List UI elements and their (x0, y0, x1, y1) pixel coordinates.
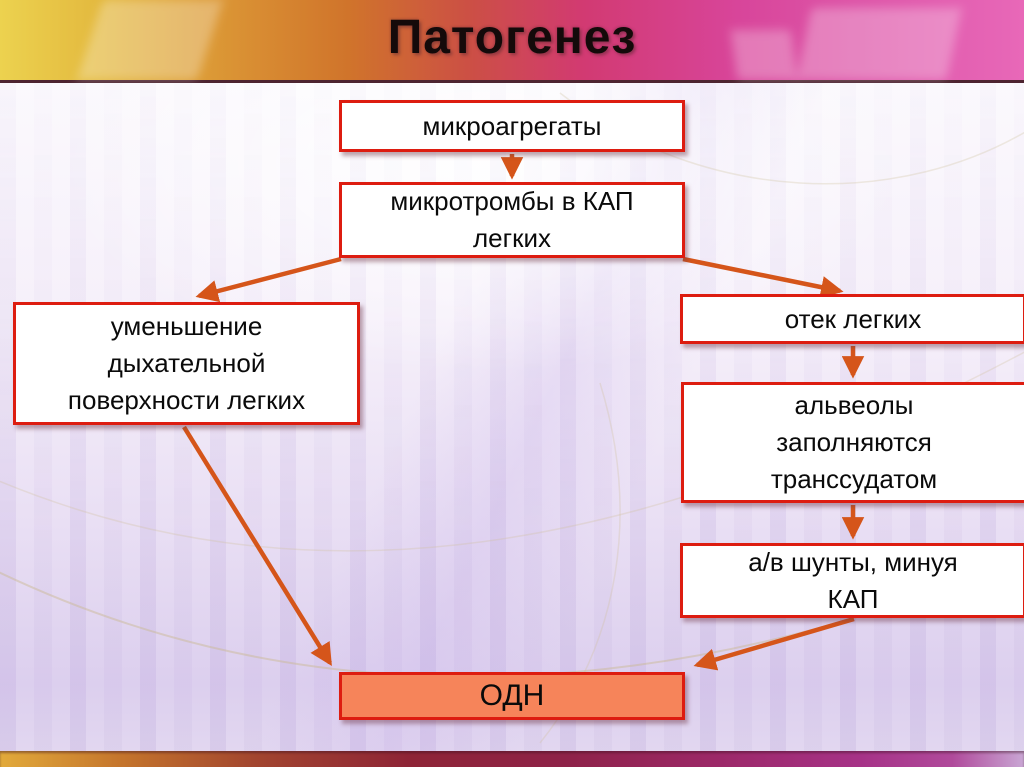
node-alveoli-transudate: альвеолы заполняются транссудатом (681, 382, 1024, 503)
node-pulmonary-edema: отек легких (680, 294, 1024, 344)
node-av-shunts: а/в шунты, минуя КАП (680, 543, 1024, 618)
diagram-area: микроагрегаты микротромбы в КАП легких у… (0, 83, 1024, 751)
title-bar: Патогенез (0, 0, 1024, 83)
slide-title: Патогенез (387, 10, 637, 64)
node-reduced-surface: уменьшение дыхательной поверхности легки… (13, 302, 360, 425)
node-microthrombi: микротромбы в КАП легких (339, 182, 685, 258)
bottom-bar (0, 751, 1024, 767)
node-microaggregates: микроагрегаты (339, 100, 685, 152)
node-odn: ОДН (339, 672, 685, 720)
